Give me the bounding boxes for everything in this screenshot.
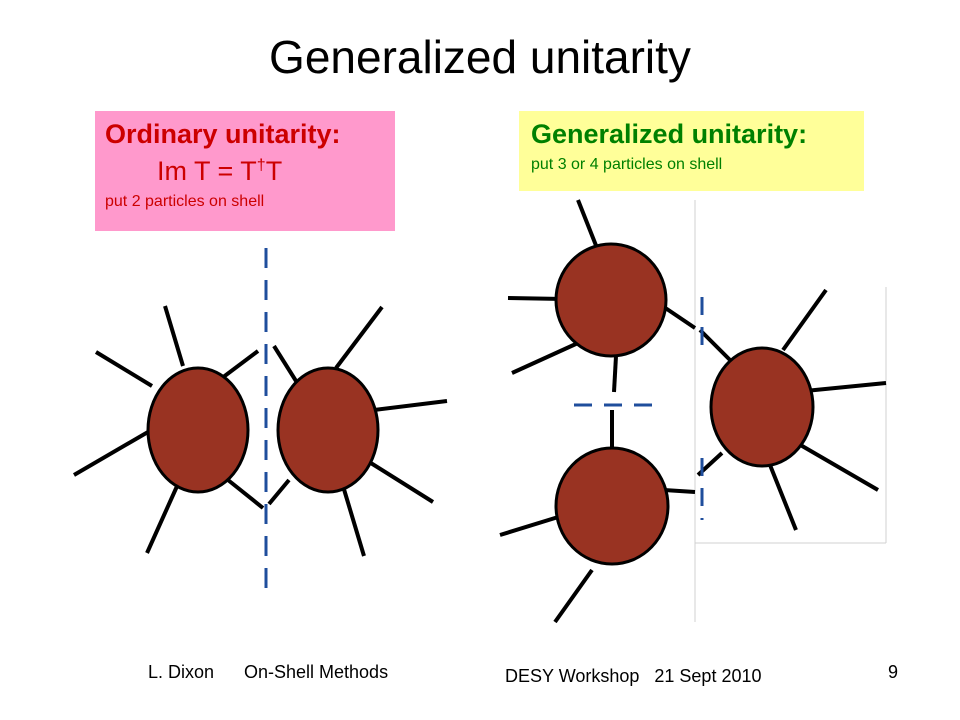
- leg: [768, 464, 798, 531]
- amplitude-blob-top: [554, 242, 668, 358]
- leg: [341, 485, 366, 557]
- footer-author: L. Dixon: [148, 662, 215, 682]
- leg: [334, 305, 384, 370]
- leg: [804, 381, 887, 393]
- equation-rhs: T: [265, 156, 283, 186]
- amplitude-blob-bottom: [554, 446, 670, 566]
- generalized-unitarity-subtitle: put 3 or 4 particles on shell: [531, 156, 723, 173]
- leg: [698, 328, 732, 362]
- leg: [576, 199, 599, 249]
- leg: [364, 458, 435, 504]
- amplitude-blob-right: [276, 366, 380, 494]
- leg: [72, 430, 150, 477]
- leg: [795, 441, 880, 492]
- dagger-symbol: †: [256, 157, 266, 174]
- page-number: 9: [888, 662, 899, 682]
- amplitude-blob-right: [709, 346, 815, 468]
- leg: [145, 483, 180, 554]
- ordinary-unitarity-diagram: [72, 248, 448, 600]
- unitarity-equation: Im T = T†T: [157, 156, 385, 187]
- footer-event: DESY Workshop 21 Sept 2010: [505, 666, 762, 686]
- generalized-unitarity-heading: Generalized unitarity:: [531, 119, 808, 149]
- leg: [663, 488, 696, 494]
- ordinary-unitarity-box: Ordinary unitarity: Im T = T†T put 2 par…: [95, 111, 395, 231]
- ordinary-unitarity-subtitle: put 2 particles on shell: [105, 193, 265, 210]
- leg: [94, 350, 154, 388]
- amplitude-blob-left: [146, 366, 250, 494]
- leg: [781, 288, 828, 352]
- leg: [226, 478, 265, 510]
- leg: [511, 341, 579, 375]
- ordinary-unitarity-heading: Ordinary unitarity:: [105, 119, 341, 149]
- footer-topic: On-Shell Methods: [244, 662, 389, 682]
- leg: [272, 344, 298, 383]
- equation-lhs: Im T = T: [157, 156, 257, 186]
- generalized-unitarity-box: Generalized unitarity: put 3 or 4 partic…: [519, 111, 864, 191]
- slide-title: Generalized unitarity: [269, 31, 691, 83]
- leg: [553, 568, 594, 624]
- leg: [373, 399, 448, 412]
- generalized-unitarity-diagram: [499, 199, 887, 624]
- leg: [163, 305, 185, 367]
- leg: [612, 355, 618, 393]
- leg: [267, 478, 291, 506]
